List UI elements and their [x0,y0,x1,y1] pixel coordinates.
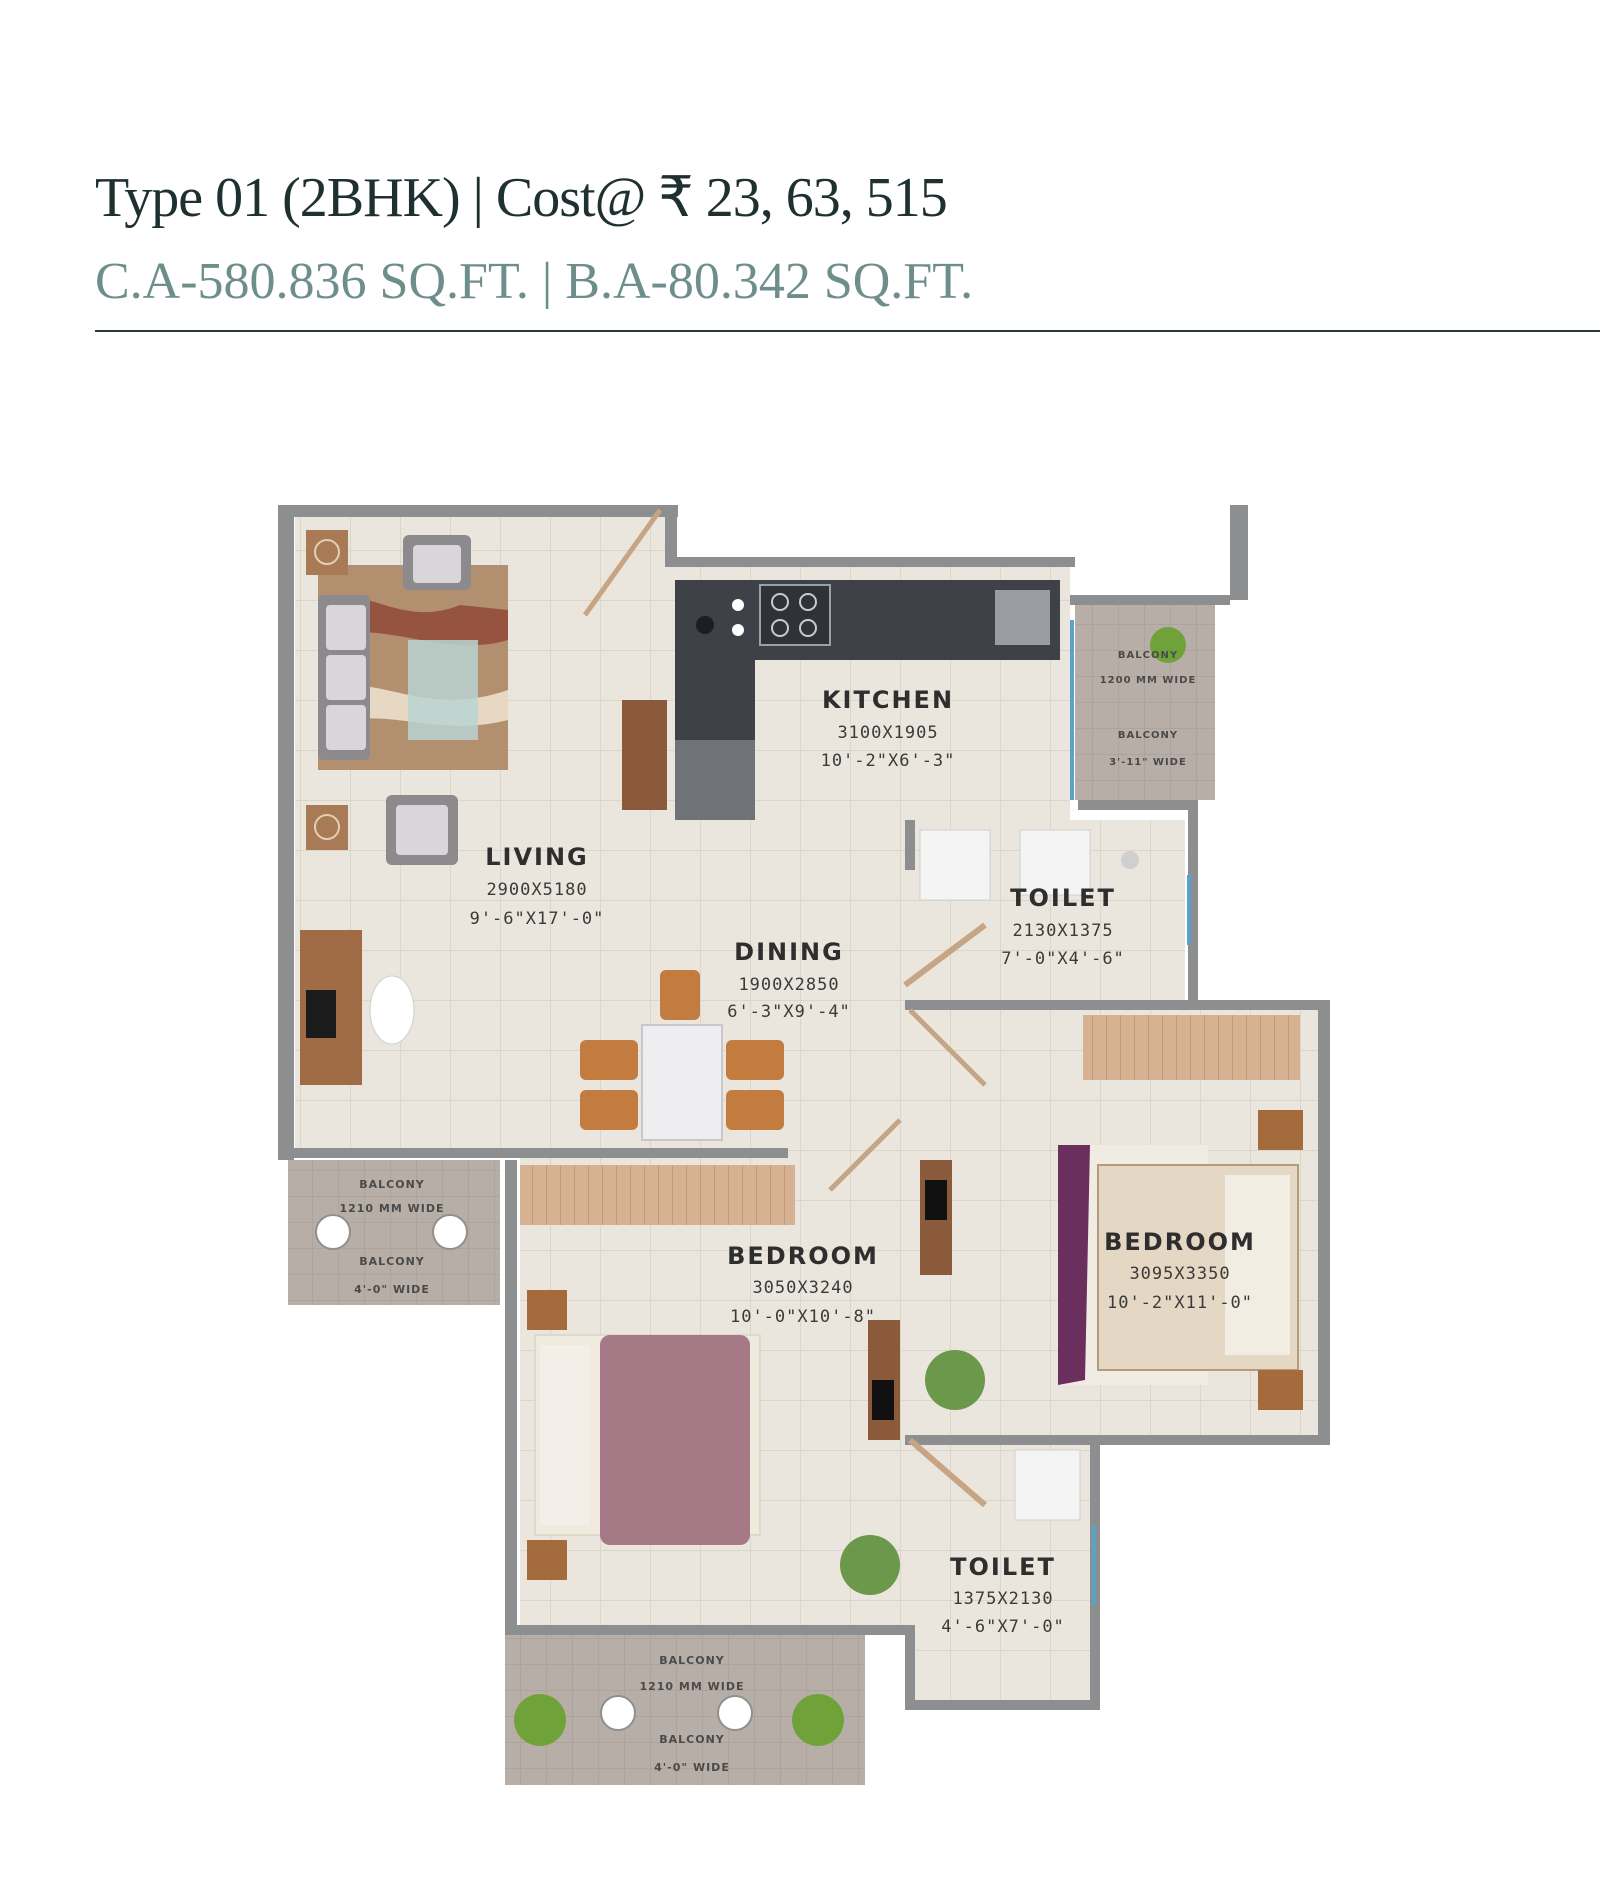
living-furniture [300,530,667,1085]
bedroom-2-label: BEDROOM 3095X3350 10'-2"X11'-0" [1104,1228,1256,1313]
toilet-2-fixtures [908,1437,1081,1521]
bedroom-1-dim-mm: 3050X3240 [752,1278,853,1298]
bedroom-balcony-line1: BALCONY [659,1654,725,1667]
toilet-1-fixtures [903,829,1139,988]
living-balcony-label: BALCONY 1210 MM WIDE BALCONY 4'-0" WIDE [339,1178,444,1296]
dining-furniture [580,970,784,1141]
toilet-2-dim-mm: 1375X2130 [952,1589,1053,1609]
toilet-1-name: TOILET [1010,884,1116,912]
bedroom-1-dim-ft: 10'-0"X10'-8" [730,1307,876,1327]
living-name: LIVING [485,843,589,871]
kitchen-balcony-line4: 3'-11" WIDE [1109,757,1187,768]
kitchen-balcony-floor [1075,605,1215,800]
toilet-1-dim-ft: 7'-0"X4'-6" [1001,949,1125,969]
kitchen-label: KITCHEN 3100X1905 10'-2"X6'-3" [821,686,956,771]
bedroom-balcony-line3: BALCONY [659,1733,725,1746]
bedroom-balcony-line4: 4'-0" WIDE [654,1761,730,1774]
kitchen-dim-ft: 10'-2"X6'-3" [821,751,956,771]
kitchen-dim-mm: 3100X1905 [837,723,938,743]
bedroom-balcony-label: BALCONY 1210 MM WIDE BALCONY 4'-0" WIDE [639,1654,744,1774]
dining-name: DINING [734,938,844,966]
living-dim-mm: 2900X5180 [486,880,587,900]
living-balcony-line4: 4'-0" WIDE [354,1283,430,1296]
kitchen-balcony-label: BALCONY 1200 MM WIDE BALCONY 3'-11" WIDE [1100,650,1197,768]
living-balcony-line3: BALCONY [359,1255,425,1268]
bedroom-2-furniture [920,1015,1303,1410]
bedroom-2-name: BEDROOM [1104,1228,1256,1256]
walls [278,505,1330,1710]
dining-dim-ft: 6'-3"X9'-4" [727,1002,851,1022]
living-label: LIVING 2900X5180 9'-6"X17'-0" [470,843,605,929]
bedroom-balcony-line2: 1210 MM WIDE [639,1680,744,1693]
living-balcony-line2: 1210 MM WIDE [339,1202,444,1215]
bedroom-2-dim-ft: 10'-2"X11'-0" [1107,1293,1253,1313]
toilet-2-dim-ft: 4'-6"X7'-0" [941,1617,1065,1637]
bedroom-1-furniture [520,1165,900,1595]
toilet-2-label: TOILET 1375X2130 4'-6"X7'-0" [941,1553,1065,1637]
balcony-decor [315,627,1186,1746]
plan-title: Type 01 (2BHK) | Cost@ ₹ 23, 63, 515 [95,167,948,229]
doors [582,508,987,1192]
toilet-1-dim-mm: 2130X1375 [1012,921,1113,941]
kitchen-counter [675,580,1060,820]
bedroom-1-label: BEDROOM 3050X3240 10'-0"X10'-8" [727,1242,879,1327]
kitchen-name: KITCHEN [822,686,954,714]
dining-dim-mm: 1900X2850 [738,975,839,995]
living-balcony-line1: BALCONY [359,1178,425,1191]
header-divider [95,330,1600,332]
kitchen-balcony-line1: BALCONY [1118,650,1178,661]
toilet-1-label: TOILET 2130X1375 7'-0"X4'-6" [1001,884,1125,969]
bedroom-1-name: BEDROOM [727,1242,879,1270]
plan-area-subtitle: C.A-580.836 SQ.FT. | B.A-80.342 SQ.FT. [95,253,974,310]
kitchen-balcony-line2: 1200 MM WIDE [1100,675,1197,686]
kitchen-balcony-line3: BALCONY [1118,730,1178,741]
living-dim-ft: 9'-6"X17'-0" [470,909,605,929]
windows [1070,620,1191,1605]
toilet-2-name: TOILET [950,1553,1056,1581]
bedroom-2-dim-mm: 3095X3350 [1129,1264,1230,1284]
dining-label: DINING 1900X2850 6'-3"X9'-4" [727,938,851,1022]
